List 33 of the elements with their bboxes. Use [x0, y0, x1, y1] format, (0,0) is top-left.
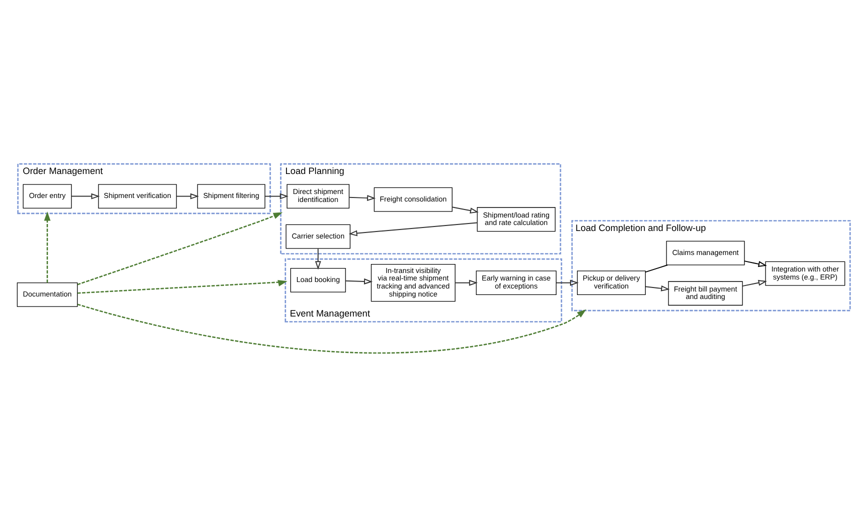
arrow: [742, 280, 767, 287]
connector: [645, 264, 668, 273]
arrow: [176, 193, 199, 200]
node-box: Early warning in case of exceptions: [476, 270, 557, 296]
arrow: [452, 206, 479, 214]
node-box: Direct shipment identification: [286, 184, 350, 208]
arrow: [77, 212, 283, 286]
arrow: [44, 211, 51, 283]
arrow: [348, 194, 376, 201]
arrow: [71, 193, 100, 200]
node-box: Shipment/load rating and rate calculation: [476, 207, 556, 232]
node-box: Carrier selection: [286, 224, 350, 249]
node-box: Pickup or delivery verification: [577, 270, 646, 296]
arrow: [315, 248, 322, 270]
arrow: [645, 285, 670, 292]
arrow: [556, 280, 579, 286]
arrow: [348, 222, 478, 236]
node-box: Shipment filtering: [197, 184, 266, 208]
node-box: Freight consolidation: [374, 187, 452, 212]
arrow: [78, 280, 288, 294]
node-box: In-transit visibility via real-time shipment tracking and advanced shipping notice: [370, 264, 456, 302]
node-box: Shipment verification: [98, 184, 177, 208]
node-box: Documentation: [16, 282, 78, 307]
node-box: Integration with other systems (e.g., ERP): [765, 261, 846, 286]
arrow: [345, 278, 373, 284]
arrow: [454, 280, 478, 286]
node-box: Claims management: [666, 240, 745, 266]
arrow: [77, 304, 586, 354]
node-box: Order entry: [22, 184, 72, 208]
arrow: [264, 193, 288, 200]
arrow: [744, 260, 767, 267]
node-box: Freight bill payment and auditing: [668, 281, 743, 306]
node-box: Load booking: [290, 268, 346, 292]
